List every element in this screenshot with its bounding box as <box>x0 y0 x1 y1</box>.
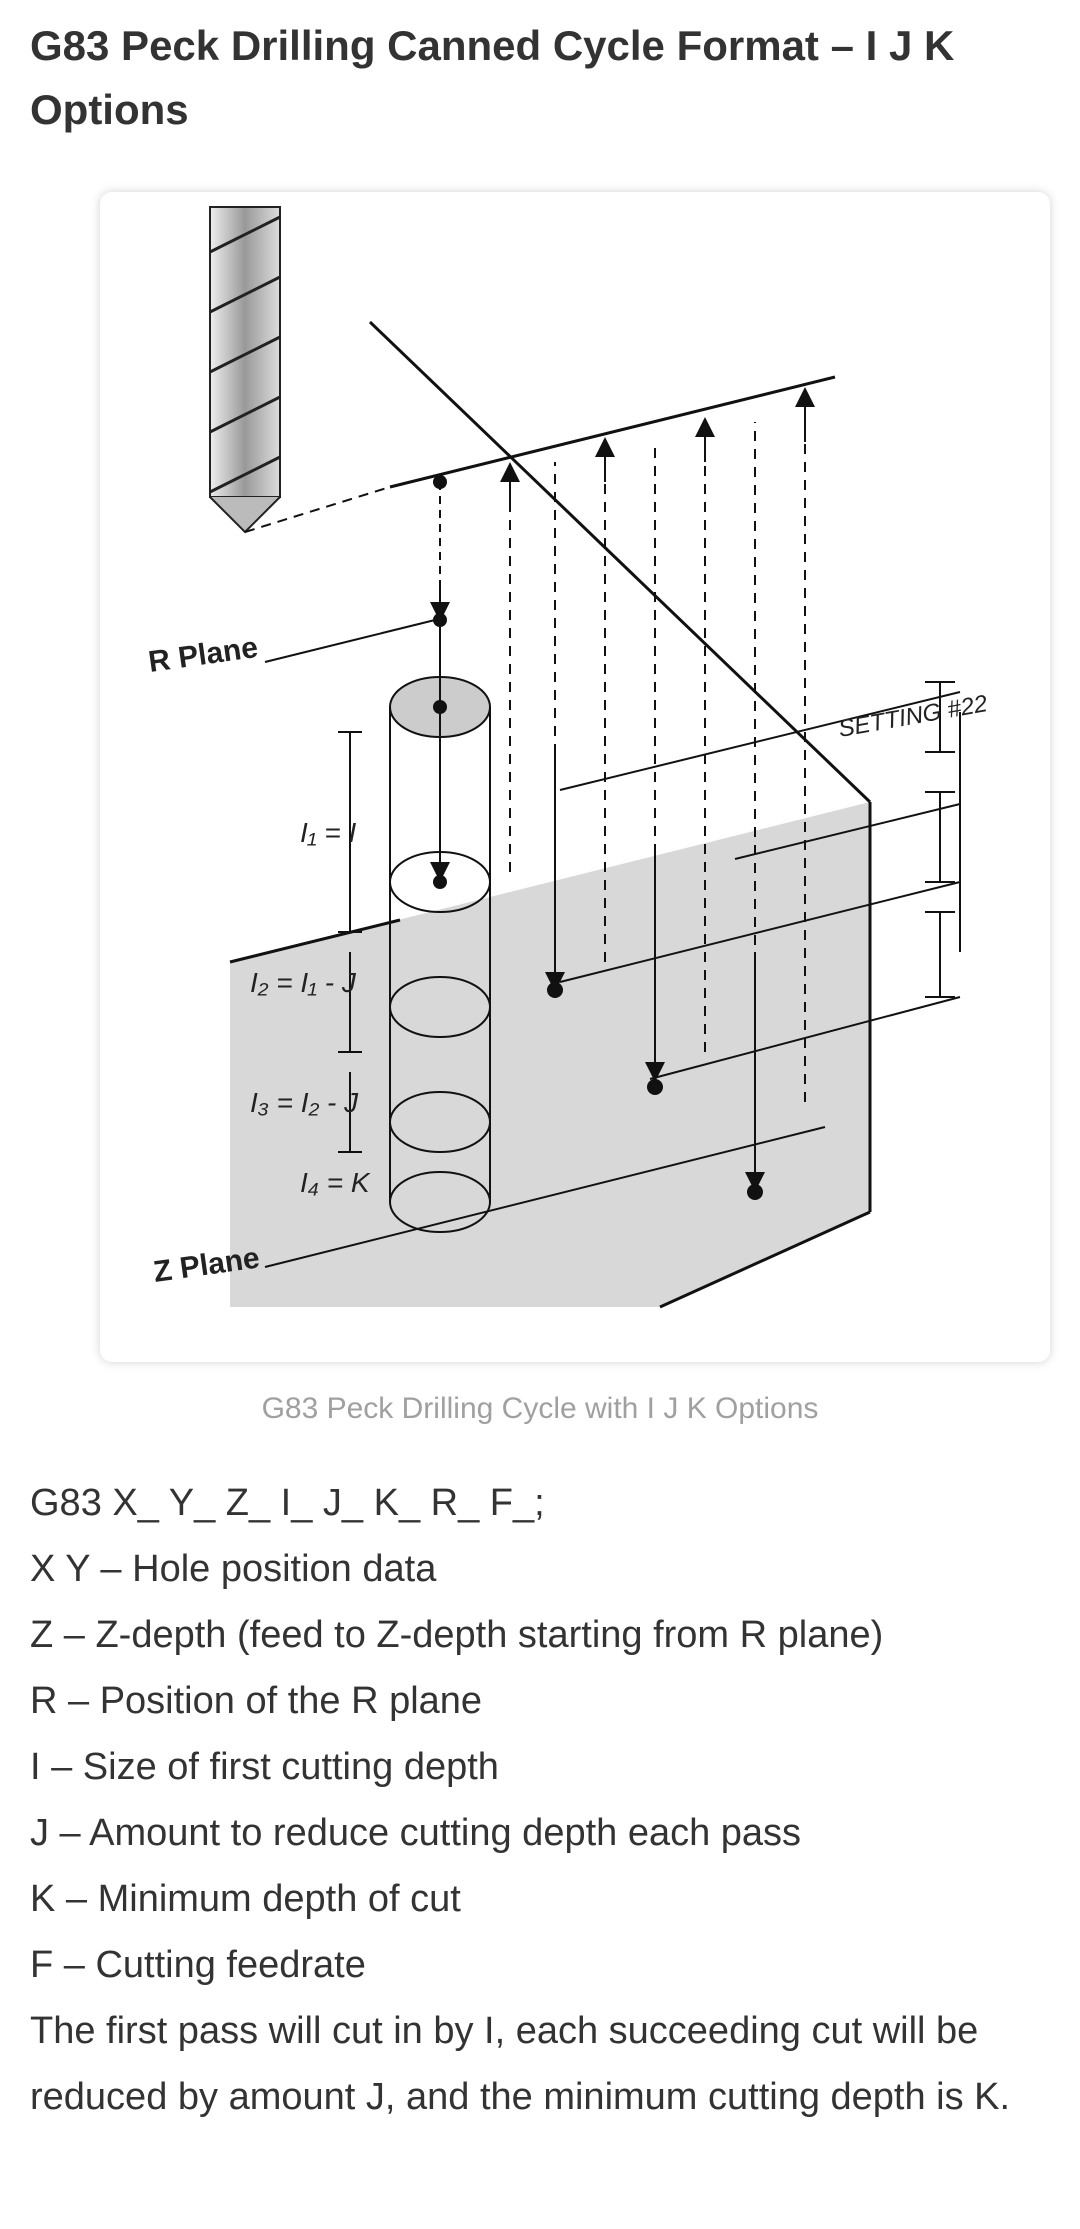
peck-drilling-diagram: R Plane Z Plane SETTING #22 I₁ = I I₂ = … <box>146 206 989 1309</box>
diagram-figure: R Plane Z Plane SETTING #22 I₁ = I I₂ = … <box>100 192 1050 1362</box>
article: G83 Peck Drilling Canned Cycle Format – … <box>30 22 1050 2130</box>
param-f: F – Cutting feedrate <box>30 1944 366 1986</box>
explanation-paragraph: The first pass will cut in by I, each su… <box>30 2010 1011 2118</box>
param-k: K – Minimum depth of cut <box>30 1878 461 1920</box>
r-plane-label: R Plane <box>146 631 260 679</box>
param-xy: X Y – Hole position data <box>30 1548 437 1590</box>
i4-label: I₄ = K <box>300 1167 371 1198</box>
param-i: I – Size of first cutting depth <box>30 1746 499 1788</box>
param-j: J – Amount to reduce cutting depth each … <box>30 1812 802 1854</box>
drill-bit-icon <box>209 206 281 534</box>
syntax-line: G83 X_ Y_ Z_ I_ J_ K_ R_ F_; <box>30 1482 545 1524</box>
workpiece-block <box>230 802 870 1307</box>
figure-caption: G83 Peck Drilling Cycle with I J K Optio… <box>261 1392 819 1425</box>
param-z: Z – Z-depth (feed to Z-depth starting fr… <box>30 1614 884 1656</box>
page-title: G83 Peck Drilling Canned Cycle Format – … <box>30 22 955 133</box>
param-r: R – Position of the R plane <box>30 1680 483 1722</box>
body-text: G83 X_ Y_ Z_ I_ J_ K_ R_ F_; X Y – Hole … <box>30 1470 1050 2130</box>
i2-label: I₂ = I₁ - J <box>250 967 357 998</box>
i1-label: I₁ = I <box>300 817 357 848</box>
i3-label: I₃ = I₂ - J <box>250 1087 359 1118</box>
setting-22-label: SETTING #22 <box>836 690 989 743</box>
